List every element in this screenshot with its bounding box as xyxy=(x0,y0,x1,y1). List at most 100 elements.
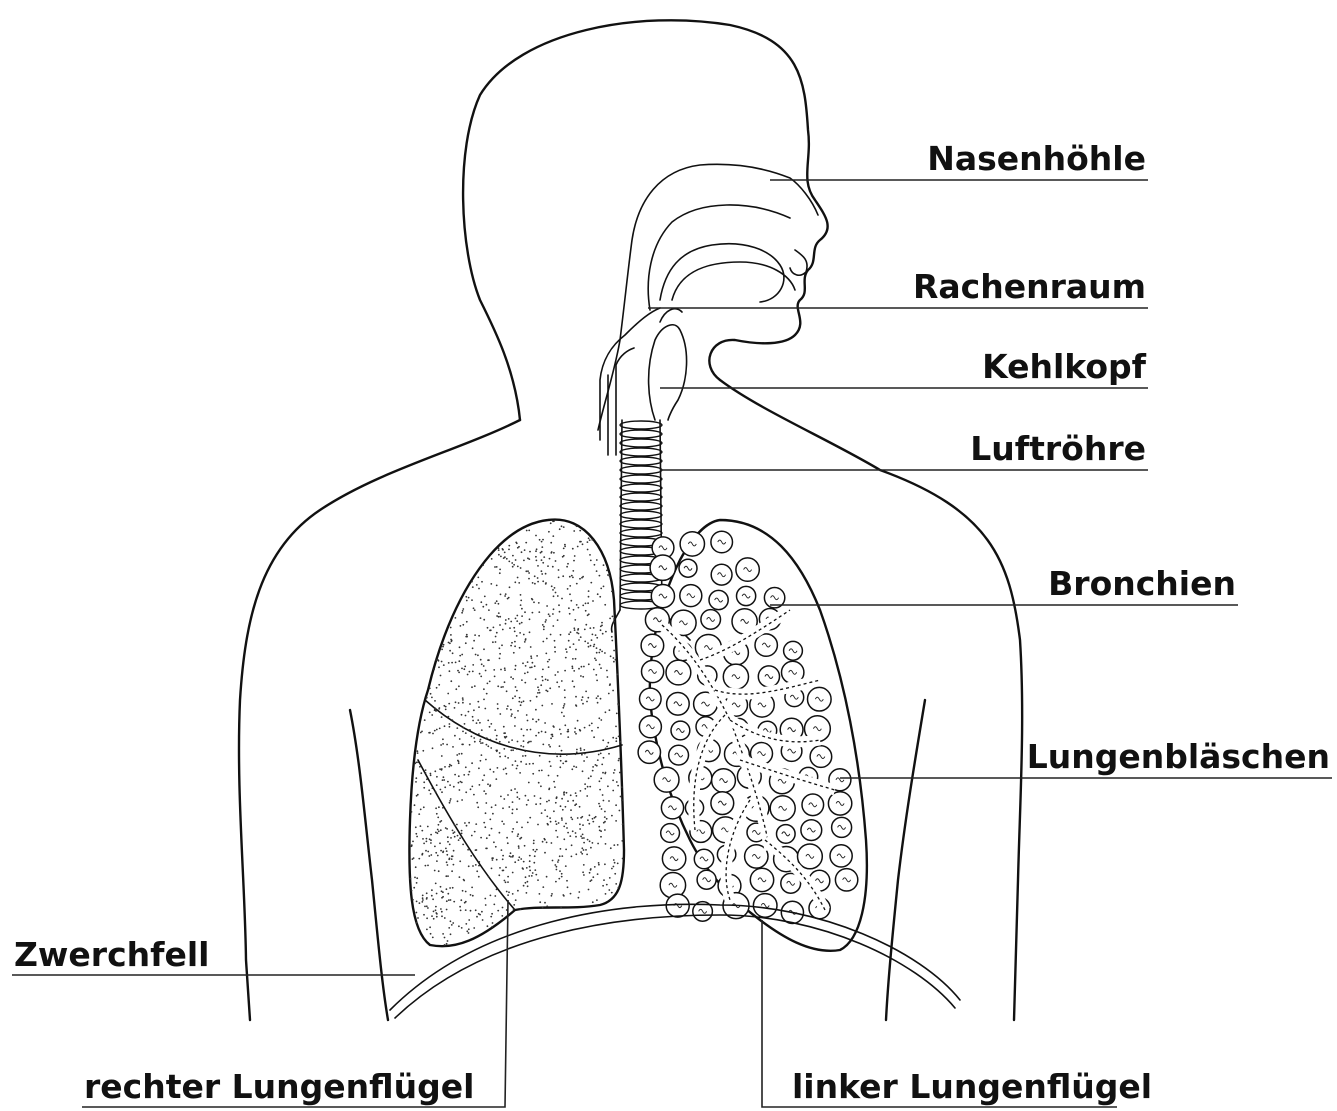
lung-texture-dot xyxy=(504,667,506,669)
lung-texture-dot xyxy=(573,686,575,688)
lung-texture-dot xyxy=(441,768,443,770)
lung-texture-dot xyxy=(580,749,582,751)
lung-texture-dot xyxy=(550,765,552,767)
lung-texture-dot xyxy=(534,851,536,853)
lung-texture-dot xyxy=(520,745,522,747)
lung-texture-dot xyxy=(512,809,514,811)
lung-texture-dot xyxy=(592,634,594,636)
lung-texture-dot xyxy=(555,881,557,883)
lung-texture-dot xyxy=(592,901,594,903)
lung-texture-dot xyxy=(525,755,527,757)
lung-texture-dot xyxy=(465,732,467,734)
lung-texture-dot xyxy=(604,604,606,606)
lung-texture-dot xyxy=(473,927,475,929)
lung-texture-dot xyxy=(516,620,518,622)
lung-texture-dot xyxy=(437,855,439,857)
lung-texture-dot xyxy=(442,851,444,853)
lung-texture-dot xyxy=(560,634,562,636)
lung-texture-dot xyxy=(422,895,424,897)
lung-texture-dot xyxy=(472,671,474,673)
lung-texture-dot xyxy=(617,674,619,676)
lung-texture-dot xyxy=(458,782,460,784)
lung-texture-dot xyxy=(604,863,606,865)
lung-texture-dot xyxy=(459,876,461,878)
lung-texture-dot xyxy=(462,890,464,892)
lung-texture-dot xyxy=(441,649,443,651)
lung-texture-dot xyxy=(483,648,485,650)
lung-texture-dot xyxy=(528,530,530,532)
lung-texture-dot xyxy=(577,628,579,630)
lung-texture-dot xyxy=(556,823,558,825)
lung-texture-dot xyxy=(573,609,575,611)
lung-texture-dot xyxy=(521,827,523,829)
lung-texture-dot xyxy=(447,893,449,895)
lung-texture-dot xyxy=(581,853,583,855)
lung-texture-dot xyxy=(503,798,505,800)
lung-texture-dot xyxy=(541,676,543,678)
lung-texture-dot xyxy=(480,676,482,678)
lung-texture-dot xyxy=(524,549,526,551)
lung-texture-dot xyxy=(438,870,440,872)
lung-texture-dot xyxy=(515,665,517,667)
lung-texture-dot xyxy=(450,933,452,935)
lung-texture-dot xyxy=(539,692,541,694)
lung-texture-dot xyxy=(518,847,520,849)
lung-texture-dot xyxy=(552,625,554,627)
lung-texture-dot xyxy=(462,624,464,626)
lung-texture-dot xyxy=(557,671,559,673)
lung-texture-dot xyxy=(449,784,451,786)
lung-texture-dot xyxy=(537,581,539,583)
lung-texture-dot xyxy=(529,866,531,868)
lung-texture-dot xyxy=(499,867,501,869)
lung-texture-dot xyxy=(539,539,541,541)
label-linker-lungenfluegel: linker Lungenflügel xyxy=(792,1067,1152,1106)
lung-texture-dot xyxy=(471,786,473,788)
lung-texture-dot xyxy=(500,669,502,671)
lung-texture-dot xyxy=(434,870,436,872)
lung-texture-dot xyxy=(444,944,446,946)
lung-texture-dot xyxy=(486,744,488,746)
lung-texture-dot xyxy=(621,840,623,842)
lung-texture-dot xyxy=(519,697,521,699)
lung-texture-dot xyxy=(496,750,498,752)
lung-texture-dot xyxy=(414,877,416,879)
lung-texture-dot xyxy=(504,552,506,554)
lung-texture-dot xyxy=(436,860,438,862)
lung-texture-dot xyxy=(440,908,442,910)
lung-texture-dot xyxy=(611,815,613,817)
lung-texture-dot xyxy=(541,570,543,572)
lung-texture-dot xyxy=(461,668,463,670)
lung-texture-dot xyxy=(510,789,512,791)
lung-texture-dot xyxy=(427,826,429,828)
lung-texture-dot xyxy=(510,676,512,678)
lung-texture-dot xyxy=(512,893,514,895)
lung-texture-dot xyxy=(461,782,463,784)
lung-texture-dot xyxy=(496,738,498,740)
lung-texture-dot xyxy=(573,670,575,672)
lung-texture-dot xyxy=(516,792,518,794)
lung-texture-dot xyxy=(477,719,479,721)
lung-texture-dot xyxy=(508,561,510,563)
lung-texture-dot xyxy=(451,870,453,872)
lung-texture-dot xyxy=(459,738,461,740)
lung-texture-dot xyxy=(548,659,550,661)
lung-texture-dot xyxy=(552,735,554,737)
lung-texture-dot xyxy=(424,906,426,908)
lung-texture-dot xyxy=(555,592,557,594)
lung-texture-dot xyxy=(577,817,579,819)
lung-texture-dot xyxy=(533,842,535,844)
lung-texture-dot xyxy=(437,829,439,831)
lung-texture-dot xyxy=(457,800,459,802)
lung-texture-dot xyxy=(523,735,525,737)
lung-texture-dot xyxy=(472,865,474,867)
lung-texture-dot xyxy=(604,829,606,831)
lung-texture-dot xyxy=(615,740,617,742)
lung-texture-dot xyxy=(594,658,596,660)
lung-texture-dot xyxy=(601,764,603,766)
lung-texture-dot xyxy=(505,767,507,769)
trachea-ring xyxy=(620,439,662,447)
lung-texture-dot xyxy=(430,774,432,776)
lung-texture-dot xyxy=(436,776,438,778)
lung-texture-dot xyxy=(538,689,540,691)
lung-texture-dot xyxy=(537,565,539,567)
